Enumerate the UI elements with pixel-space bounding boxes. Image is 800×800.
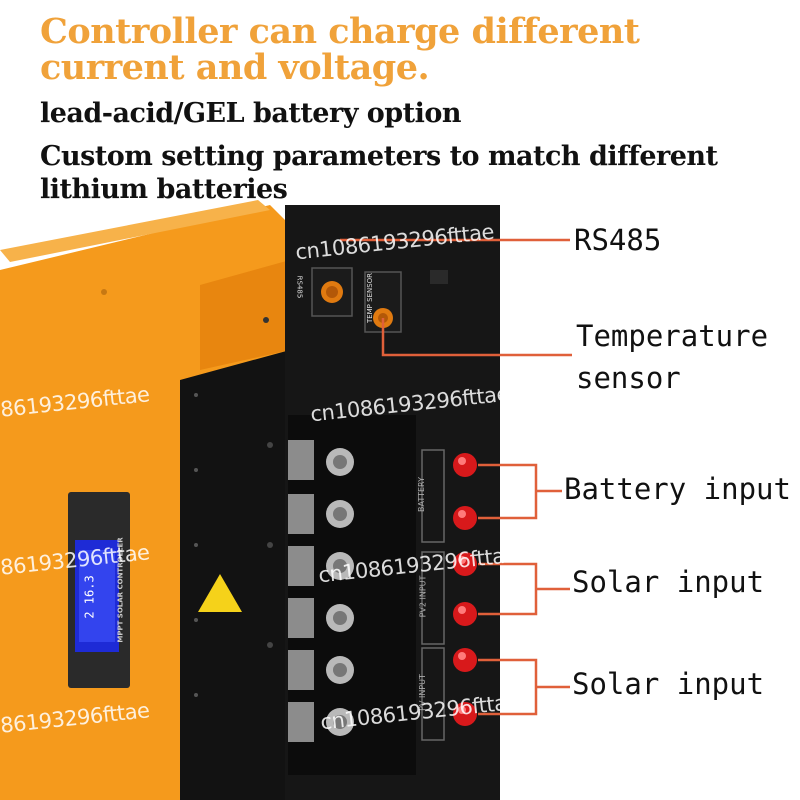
port-label-temp: TEMP SENSOR xyxy=(366,272,375,324)
port-label-rs485: RS485 xyxy=(295,275,304,299)
battery-block-label: BATTERY xyxy=(416,477,426,512)
callout-solar-input-1: Solar input xyxy=(572,565,765,599)
callout-temperature-line1: Temperature xyxy=(576,319,769,353)
device-front-panel xyxy=(180,350,290,800)
warning-sticker xyxy=(198,574,242,612)
pv1-label-box xyxy=(421,647,445,741)
display-reading: 2 16.3 xyxy=(82,575,97,619)
callout-temperature-line2: sensor xyxy=(576,361,681,395)
headline: Controller can charge different current … xyxy=(40,14,800,86)
callout-solar-input-2: Solar input xyxy=(572,667,765,701)
callout-battery-input: Battery input xyxy=(564,472,791,506)
pv2-block-label: PV2 INPUT xyxy=(418,575,428,618)
pv2-label-box xyxy=(421,551,445,645)
callout-rs485: RS485 xyxy=(574,223,662,257)
callout-lines xyxy=(340,238,572,716)
subtitle-battery-option: lead-acid/GEL battery option xyxy=(40,98,462,129)
battery-label-box xyxy=(421,449,445,543)
input-terminals xyxy=(453,453,477,726)
subtitle-custom-settings: Custom setting parameters to match diffe… xyxy=(40,141,718,205)
headline-line-1: Controller can charge different xyxy=(40,11,640,52)
headline-line-2: current and voltage. xyxy=(40,47,430,88)
terminal-screws xyxy=(288,440,354,742)
